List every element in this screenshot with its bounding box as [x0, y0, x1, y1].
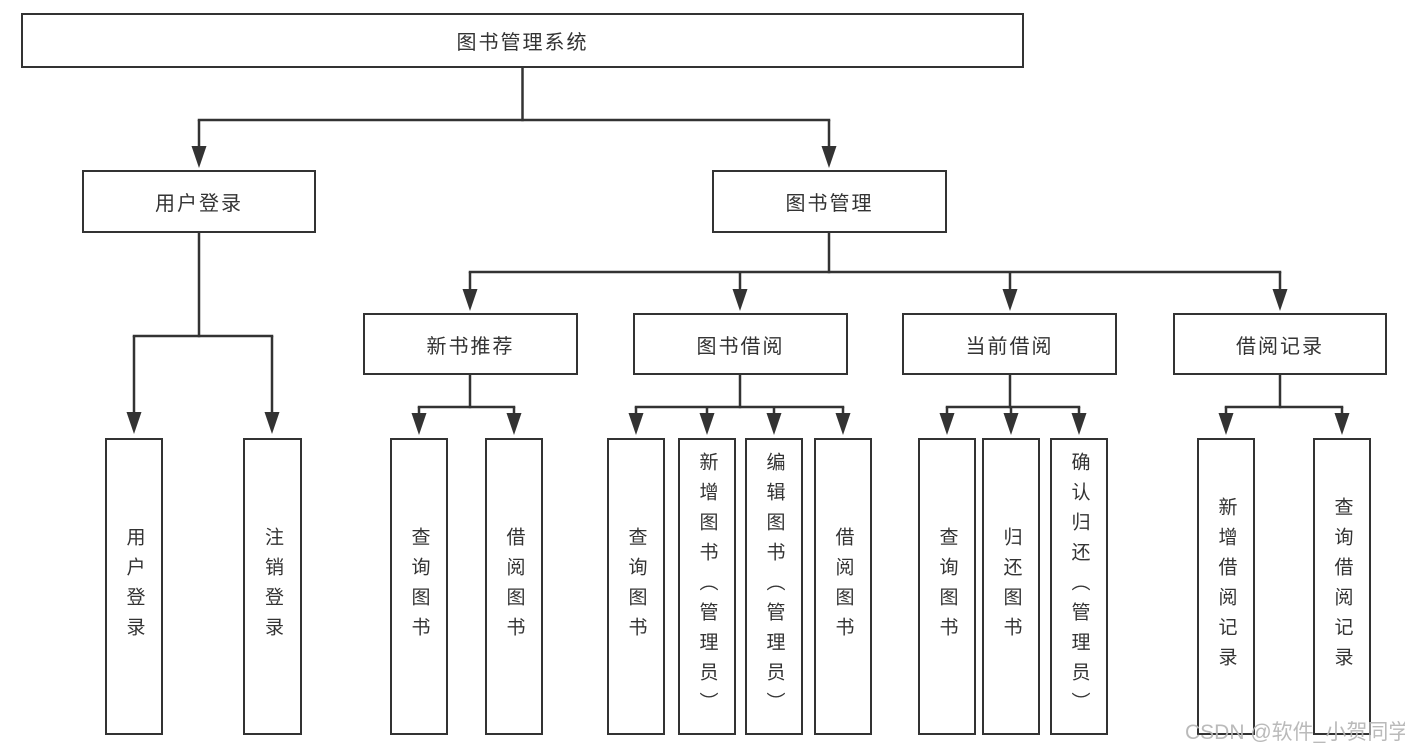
leaf-logout-label: 注销登录	[262, 526, 283, 647]
leaf-newbook-borrow-books: 借阅图书	[485, 438, 543, 735]
node-current-borrow-label: 当前借阅	[965, 335, 1054, 358]
leaf-newbook-borrow-books-label: 借阅图书	[503, 526, 525, 647]
leaf-records-add-record-label: 新增借阅记录	[1215, 496, 1237, 677]
node-new-book-recommend-label: 新书推荐	[426, 335, 515, 358]
leaf-user-login: 用户登录	[105, 438, 163, 735]
node-borrow-records: 借阅记录	[1173, 313, 1387, 375]
leaf-records-add-record: 新增借阅记录	[1197, 438, 1255, 735]
leaf-current-query-books: 查询图书	[918, 438, 976, 735]
leaf-borrow-borrow-books-label: 借阅图书	[832, 526, 854, 647]
leaf-current-confirm-return-admin-label: 确认归还（管理员）	[1068, 451, 1090, 722]
node-root-label: 图书管理系统	[456, 32, 589, 54]
node-borrow-records-label: 借阅记录	[1236, 335, 1324, 358]
leaf-borrow-add-books-admin-label: 新增图书（管理员）	[696, 451, 718, 722]
leaf-user-login-label: 用户登录	[123, 526, 145, 647]
node-book-management: 图书管理	[712, 170, 947, 233]
leaf-borrow-edit-books-admin: 编辑图书（管理员）	[745, 438, 803, 735]
node-book-management-label: 图书管理	[785, 193, 874, 215]
node-root-system: 图书管理系统	[21, 13, 1024, 68]
node-current-borrow: 当前借阅	[902, 313, 1117, 375]
leaf-logout: 注销登录	[243, 438, 302, 735]
node-new-book-recommend: 新书推荐	[363, 313, 578, 375]
leaf-borrow-edit-books-admin-label: 编辑图书（管理员）	[763, 451, 785, 722]
leaf-newbook-query-books-label: 查询图书	[408, 526, 430, 647]
leaf-current-query-books-label: 查询图书	[936, 526, 958, 647]
leaf-borrow-query-books: 查询图书	[607, 438, 665, 735]
connector-paths	[132, 68, 1344, 414]
node-book-borrow: 图书借阅	[633, 313, 848, 375]
leaf-borrow-add-books-admin: 新增图书（管理员）	[678, 438, 736, 735]
node-book-borrow-label: 图书借阅	[696, 335, 785, 358]
leaf-current-return-books-label: 归还图书	[1000, 526, 1022, 647]
node-user-login: 用户登录	[82, 170, 316, 233]
node-user-login-label: 用户登录	[155, 193, 243, 215]
leaf-borrow-query-books-label: 查询图书	[625, 526, 647, 647]
leaf-records-query-record-label: 查询借阅记录	[1331, 496, 1353, 677]
leaf-newbook-query-books: 查询图书	[390, 438, 448, 735]
leaf-current-confirm-return-admin: 确认归还（管理员）	[1050, 438, 1108, 735]
leaf-borrow-borrow-books: 借阅图书	[814, 438, 872, 735]
arrowheads	[126, 146, 1350, 435]
csdn-watermark: CSDN @软件_小贺同学	[1185, 721, 1405, 744]
leaf-current-return-books: 归还图书	[982, 438, 1040, 735]
leaf-records-query-record: 查询借阅记录	[1313, 438, 1371, 735]
